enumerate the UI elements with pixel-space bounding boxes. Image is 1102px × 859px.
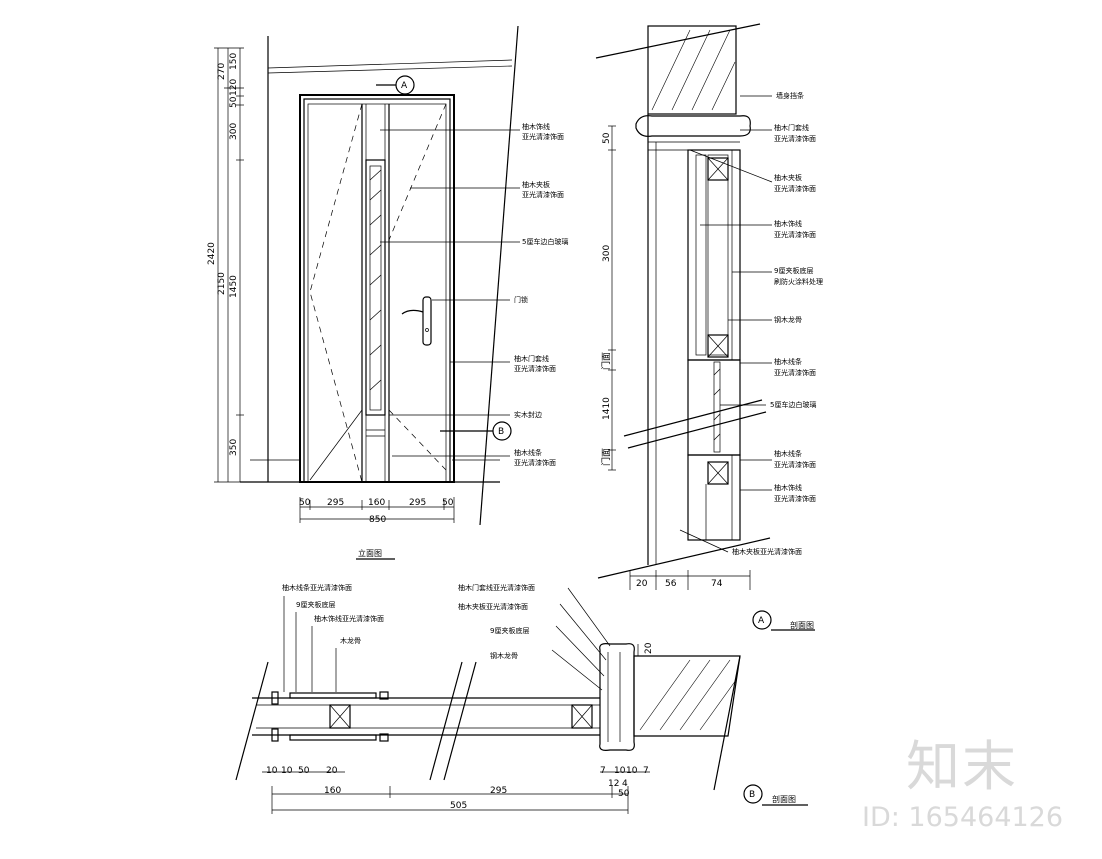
section-b-callout-label: B: [749, 790, 755, 800]
dim-h-160: 160: [368, 498, 385, 508]
note-b8: 钢木龙骨: [490, 651, 518, 660]
callout-a-label: A: [401, 81, 408, 91]
door-handle: [422, 296, 432, 346]
dim-120: 120: [229, 79, 239, 96]
note-b2: 9厘夹板底层: [296, 600, 335, 609]
section-b-callout: [743, 784, 763, 804]
elevation-leaders: [380, 129, 520, 457]
elevation-title: 立面图: [358, 548, 382, 558]
concrete-jamb: [633, 655, 741, 737]
note-e7: 柚木线条亚光清漆饰面: [514, 448, 556, 467]
door-leaf-section-lower: [687, 454, 741, 541]
note-e4: 门锁: [514, 295, 528, 304]
section-a: 50 300 门面 1410 门面 20 56 74 A 剖面图: [595, 23, 815, 631]
sec-b-dim-10b: 10: [281, 766, 293, 776]
watermark-id: ID: 165464126: [862, 802, 1064, 833]
dim-h-295b: 295: [409, 498, 426, 508]
sec-b-dim-505: 505: [450, 801, 467, 811]
sec-b-dim-10a: 10: [266, 766, 278, 776]
note-a5: 9厘夹板底层刷防火涂料处理: [774, 266, 823, 286]
note-a7: 柚木线条亚光清漆饰面: [774, 357, 816, 377]
note-a2: 柚木门套线亚光清漆饰面: [774, 123, 816, 143]
note-b1: 柚木线条亚光清漆饰面: [282, 583, 352, 592]
dim-300: 300: [229, 123, 239, 140]
dim-h-50a: 50: [299, 498, 311, 508]
sec-a-dim-men2: 门面: [600, 448, 612, 466]
note-b4: 木龙骨: [340, 636, 361, 645]
dim-h-850: 850: [369, 515, 386, 525]
note-e2: 柚木夹板亚光清漆饰面: [522, 180, 564, 199]
section-a-notes: 墙身挡条 柚木门套线亚光清漆饰面 柚木夹板亚光清漆饰面 柚木饰线亚光清漆饰面 9…: [732, 91, 823, 556]
note-a8: 5厘车边白玻璃: [770, 400, 816, 409]
note-e1: 柚木饰线亚光清漆饰面: [522, 122, 564, 141]
dim-150: 150: [229, 53, 239, 70]
sec-a-dim-74: 74: [711, 579, 723, 589]
sec-b-dim-7b: 7: [643, 766, 649, 776]
sec-a-dim-20: 20: [636, 579, 648, 589]
note-a1: 墙身挡条: [776, 91, 804, 100]
note-a4: 柚木饰线亚光清漆饰面: [774, 219, 816, 239]
section-a-title: 剖面图: [790, 620, 814, 630]
sec-b-dim-10c: 10: [614, 766, 626, 776]
dim-h-50b: 50: [442, 498, 454, 508]
watermark-logo: 知末: [906, 735, 1018, 798]
section-b-title: 剖面图: [772, 794, 796, 804]
elevation-horizontal-dims: [299, 497, 455, 523]
door-frame: [299, 94, 455, 483]
sec-b-dim-20: 20: [326, 766, 338, 776]
section-a-callout: [752, 610, 772, 630]
note-e6: 实木封边: [514, 410, 542, 419]
dim-h-295a: 295: [327, 498, 344, 508]
sec-a-dim-300: 300: [602, 245, 612, 262]
section-a-callout-label: A: [758, 616, 765, 626]
sec-b-dim-50: 50: [298, 766, 310, 776]
dim-2150: 2150: [217, 272, 227, 295]
sec-a-dim-56: 56: [665, 579, 677, 589]
front-elevation: A B 2420 270 2150 150 120 50 300: [207, 25, 520, 560]
dim-350: 350: [229, 439, 239, 456]
sec-b-dim-4: 4: [622, 779, 628, 789]
sec-b-dim-20w: 20: [644, 642, 654, 654]
elevation-vertical-dims: [214, 47, 244, 483]
sec-b-dim-7a: 7: [600, 766, 606, 776]
note-e5: 柚木门套线亚光清漆饰面: [514, 354, 556, 373]
concrete-lintel: [647, 25, 737, 115]
note-b6: 柚木夹板亚光清漆饰面: [458, 602, 528, 611]
callout-b-label: B: [498, 427, 504, 437]
sec-b-dim-160: 160: [324, 786, 341, 796]
note-a3: 柚木夹板亚光清漆饰面: [774, 173, 816, 193]
jamb-moulding: [599, 643, 635, 751]
sec-b-dim-295: 295: [490, 786, 507, 796]
dim-2420: 2420: [207, 242, 217, 265]
note-b7: 9厘夹板底层: [490, 626, 529, 635]
dim-1450: 1450: [229, 275, 239, 298]
sec-a-dim-men1: 门面: [600, 352, 612, 370]
sec-b-dim-10d: 10: [626, 766, 638, 776]
note-b3: 柚木饰线亚光清漆饰面: [314, 614, 384, 623]
section-b: 20 10 10 50 20 7 10 10 7 12 4 160 295 50…: [235, 587, 808, 814]
sec-b-dim-12: 12: [608, 779, 619, 789]
sec-a-dim-1410: 1410: [602, 397, 612, 420]
dim-270: 270: [217, 63, 227, 80]
sec-b-dim-50b: 50: [618, 789, 630, 799]
note-a10: 柚木饰线亚光清漆饰面: [774, 483, 816, 503]
note-a6: 钢木龙骨: [774, 315, 802, 324]
head-moulding: [635, 115, 751, 137]
note-a9: 柚木线条亚光清漆饰面: [774, 449, 816, 469]
note-a11: 柚木夹板亚光清漆饰面: [732, 547, 802, 556]
dim-50: 50: [229, 96, 239, 108]
glass-panel: [365, 159, 386, 416]
note-b5: 柚木门套线亚光清漆饰面: [458, 583, 535, 592]
elevation-notes: 柚木饰线亚光清漆饰面 柚木夹板亚光清漆饰面 5厘车边白玻璃 门锁 柚木门套线亚光…: [514, 122, 568, 467]
sec-a-dim-50: 50: [602, 132, 612, 144]
note-e3: 5厘车边白玻璃: [522, 237, 568, 246]
section-b-notes: 柚木线条亚光清漆饰面 9厘夹板底层 柚木饰线亚光清漆饰面 木龙骨 柚木门套线亚光…: [282, 583, 535, 660]
